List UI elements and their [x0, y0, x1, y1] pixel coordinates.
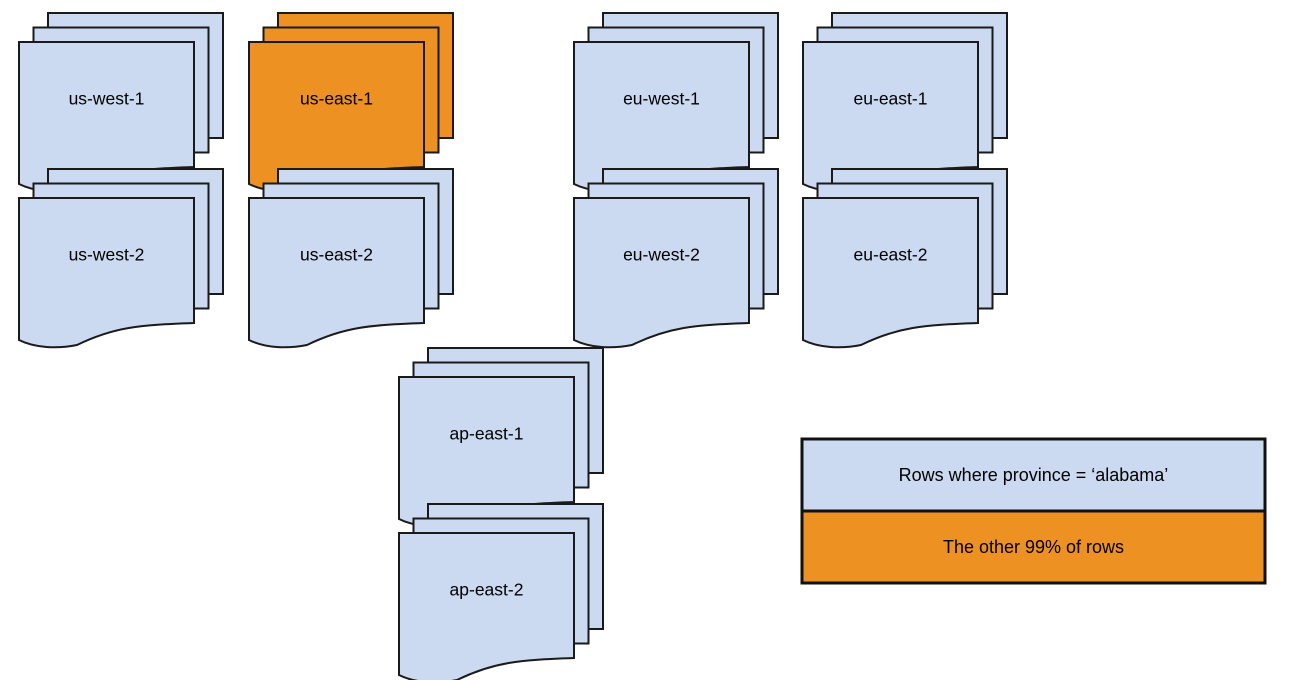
stack-sheet-front: [802, 197, 979, 349]
stack-sheet-front: [398, 532, 575, 680]
document-stack-us-west-1[interactable]: us-west-1: [18, 12, 224, 193]
document-stack-us-west-2[interactable]: us-west-2: [18, 168, 224, 349]
stack-sheet-front: [18, 197, 195, 349]
legend-row-legend-orange: The other 99% of rows: [800, 509, 1267, 585]
legend-swatch-legend-blue: [800, 437, 1267, 513]
document-stack-us-east-1[interactable]: us-east-1: [248, 12, 454, 193]
legend-row-legend-blue: Rows where province = ‘alabama’: [800, 437, 1267, 513]
document-stack-eu-east-1[interactable]: eu-east-1: [802, 12, 1008, 193]
legend-layer: Rows where province = ‘alabama’The other…: [800, 437, 1267, 585]
legend-swatch-legend-orange: [800, 509, 1267, 585]
document-stack-us-east-2[interactable]: us-east-2: [248, 168, 454, 349]
document-stack-eu-west-2[interactable]: eu-west-2: [573, 168, 779, 349]
document-stack-ap-east-2[interactable]: ap-east-2: [398, 503, 604, 680]
document-stack-ap-east-1[interactable]: ap-east-1: [398, 347, 604, 528]
document-stack-eu-east-2[interactable]: eu-east-2: [802, 168, 1008, 349]
document-stack-eu-west-1[interactable]: eu-west-1: [573, 12, 779, 193]
stack-sheet-front: [248, 197, 425, 349]
stack-sheet-front: [573, 197, 750, 349]
